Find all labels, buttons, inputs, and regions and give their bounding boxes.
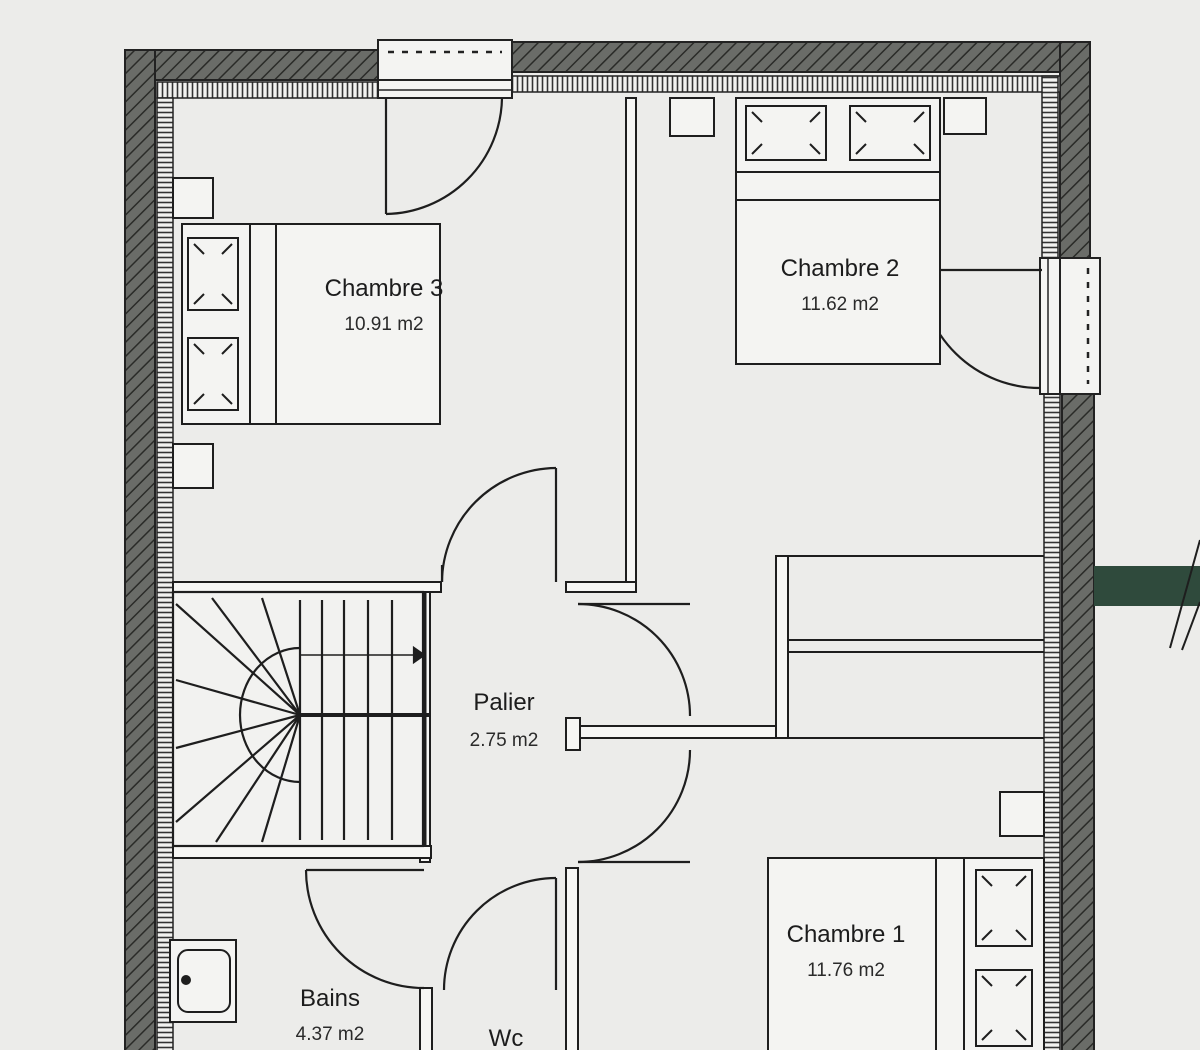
closet-shelves <box>788 555 1044 739</box>
room-area: 11.76 m2 <box>807 960 885 981</box>
bed-chambre-2 <box>735 97 941 365</box>
room-label-chambre-3: Chambre 3 10.91 m2 <box>325 275 444 335</box>
room-label-chambre-2: Chambre 2 11.62 m2 <box>781 255 900 315</box>
bed-chambre-1 <box>767 857 1045 1050</box>
exterior-accent <box>1094 539 1200 651</box>
room-name: Chambre 3 <box>325 275 444 302</box>
room-label-wc: Wc <box>489 1025 524 1050</box>
window-top <box>377 39 513 99</box>
insulation-lining <box>156 75 1061 1050</box>
window-right <box>1039 257 1101 395</box>
sink <box>169 939 237 1023</box>
staircase <box>171 590 430 848</box>
bed-chambre-3 <box>181 223 441 425</box>
room-area: 2.75 m2 <box>470 730 539 751</box>
room-name: Wc <box>489 1025 524 1050</box>
room-name: Palier <box>473 689 534 716</box>
room-label-chambre-1: Chambre 1 11.76 m2 <box>787 921 906 981</box>
room-area: 11.62 m2 <box>801 294 879 315</box>
room-label-palier: Palier 2.75 m2 <box>470 689 539 751</box>
room-area: 10.91 m2 <box>344 314 423 335</box>
outer-walls <box>124 41 1095 1050</box>
room-label-bains: Bains 4.37 m2 <box>296 985 365 1045</box>
room-name: Bains <box>300 985 360 1012</box>
nightstands <box>172 97 1045 837</box>
room-area: 4.37 m2 <box>296 1024 365 1045</box>
room-name: Chambre 2 <box>781 255 900 282</box>
room-name: Chambre 1 <box>787 921 906 948</box>
